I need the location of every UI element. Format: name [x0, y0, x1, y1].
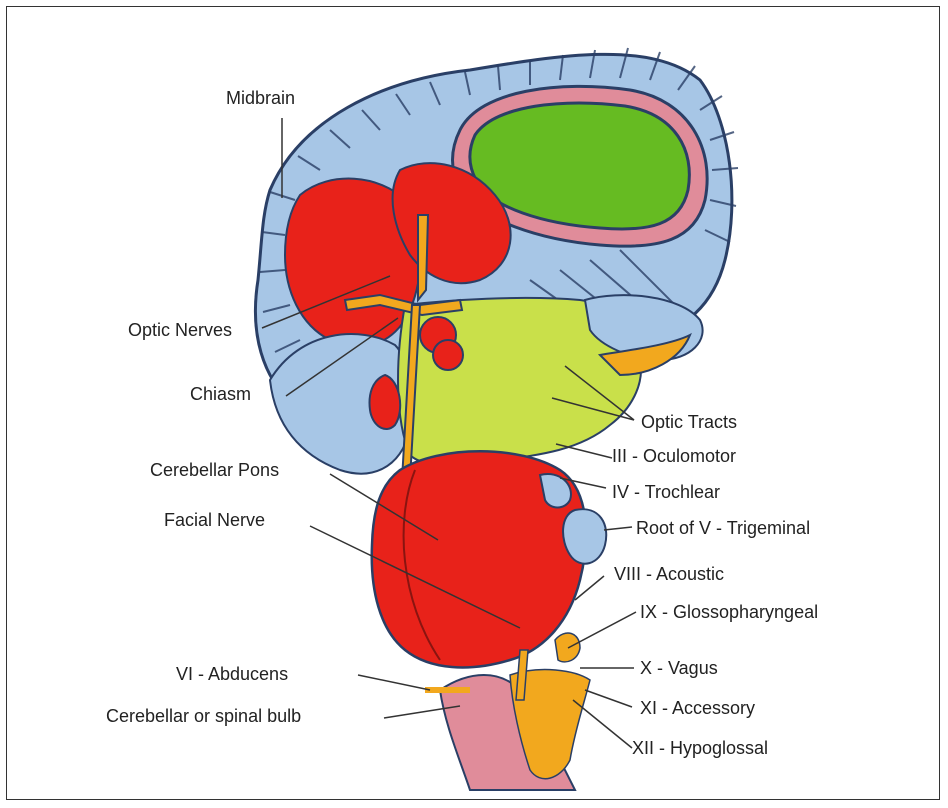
label-vagus: X - Vagus: [640, 658, 718, 678]
label-optic-nerves: Optic Nerves: [128, 320, 232, 340]
label-chiasm: Chiasm: [190, 384, 251, 404]
label-cerebellar-pons: Cerebellar Pons: [150, 460, 279, 480]
label-abducens: VI - Abducens: [176, 664, 288, 684]
label-glossopharyngeal: IX - Glossopharyngeal: [640, 602, 818, 622]
label-hypoglossal: XII - Hypoglossal: [632, 738, 768, 758]
label-optic-tracts: Optic Tracts: [641, 412, 737, 432]
label-spinal-bulb: Cerebellar or spinal bulb: [106, 706, 301, 726]
label-acoustic: VIII - Acoustic: [614, 564, 724, 584]
label-trigeminal: Root of V - Trigeminal: [636, 518, 810, 538]
label-oculomotor: III - Oculomotor: [612, 446, 736, 466]
trigeminal-root: [563, 509, 606, 563]
label-trochlear: IV - Trochlear: [612, 482, 720, 502]
label-midbrain: Midbrain: [226, 88, 295, 108]
red-drop: [370, 375, 401, 429]
label-facial-nerve: Facial Nerve: [164, 510, 265, 530]
red-nodule-2: [433, 340, 463, 370]
label-accessory: XI - Accessory: [640, 698, 755, 718]
